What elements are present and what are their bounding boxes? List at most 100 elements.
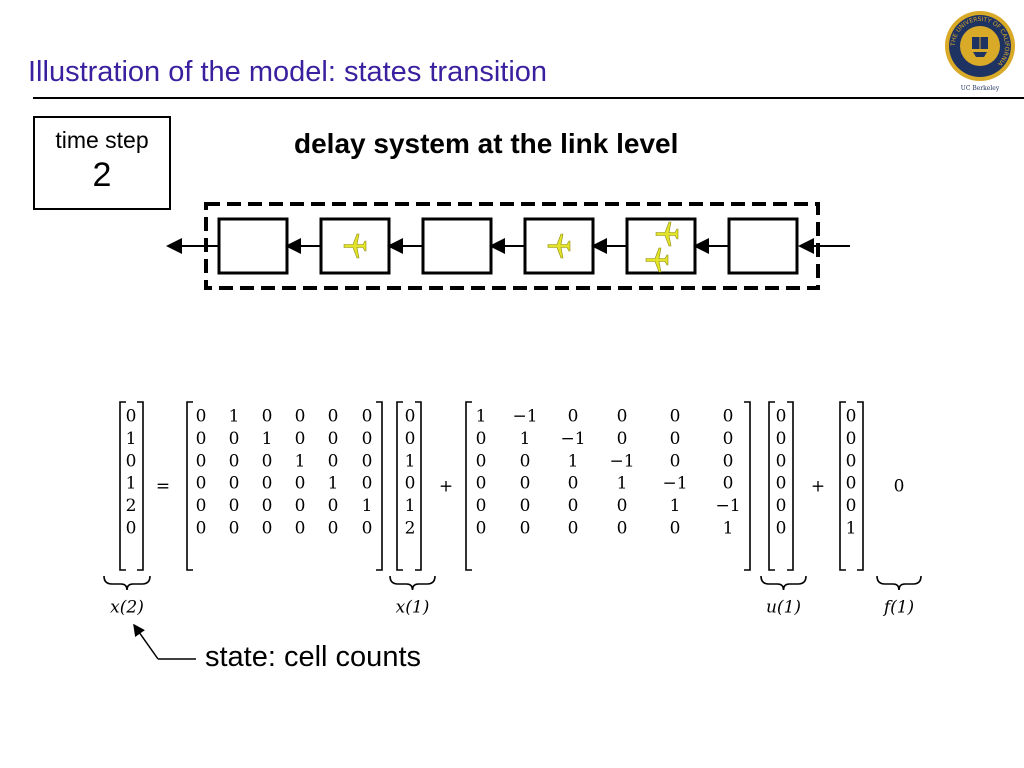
matrix-bracket [396,401,403,571]
a-matrix-entry: 0 [196,407,207,427]
u1-vector-entry: 0 [776,519,787,539]
b-matrix-entry: 0 [617,519,628,539]
x2-vector-entry: 0 [126,407,137,427]
b-matrix-entry: −1 [560,429,585,449]
b-matrix-entry: 0 [476,519,487,539]
seal-banner-icon [973,52,987,57]
a-matrix-entry: 0 [196,451,207,471]
x1-vector-entry: 0 [405,474,416,494]
c-vector-entry: 0 [846,474,857,494]
b-matrix-entry: 1 [670,496,681,516]
a-matrix-entry: 0 [229,429,240,449]
x2-vector-entry: 1 [126,429,137,449]
c-vector-entry: 0 [846,429,857,449]
b-matrix-entry: 0 [476,496,487,516]
x1-vector-entry: 1 [405,496,416,516]
plus-sign-1: + [439,477,453,497]
equals-sign: = [156,477,170,497]
c-vector-entry: 0 [846,407,857,427]
b-matrix-entry: 1 [568,451,579,471]
b-matrix-entry: 0 [723,451,734,471]
f1-brace [876,575,922,591]
link-cell [727,217,799,275]
a-matrix-entry: 1 [362,496,373,516]
x1-vector-entry: 2 [405,519,416,539]
a-matrix-entry: 0 [295,474,306,494]
x1-brace [389,575,436,591]
a-matrix-entry: 0 [262,496,273,516]
x2-vector-entry: 1 [126,474,137,494]
c-vector-entry: 1 [846,519,857,539]
b-matrix-entry: 0 [617,496,628,516]
b-matrix-entry: 0 [617,429,628,449]
a-matrix-entry: 1 [328,474,339,494]
a-matrix-entry: 0 [295,407,306,427]
cells-layer [166,217,850,275]
b-matrix-entry: 0 [723,429,734,449]
b-matrix-entry: 0 [568,474,579,494]
diagram-subtitle: delay system at the link level [294,128,679,159]
matrix-bracket [376,401,383,571]
matrix-bracket [787,401,794,571]
b-matrix-entry: 1 [520,429,531,449]
b-matrix-entry: 0 [723,474,734,494]
time-step-value: 2 [92,156,112,194]
b-matrix-entry: 0 [617,407,628,427]
u1-vector-entry: 0 [776,496,787,516]
b-matrix-entry: 0 [568,519,579,539]
a-matrix-entry: 0 [362,429,373,449]
time-step-label: time step [55,127,149,153]
b-matrix-entry: −1 [662,474,687,494]
slide-title: Illustration of the model: states transi… [28,56,548,88]
a-matrix-entry: 0 [196,429,207,449]
b-matrix-entry: 0 [520,519,531,539]
b-matrix-entry: 0 [476,474,487,494]
a-matrix-entry: 0 [229,451,240,471]
a-matrix-entry: 0 [229,519,240,539]
b-matrix-entry: 0 [670,407,681,427]
b-matrix-entry: 0 [670,429,681,449]
a-matrix-entry: 0 [362,451,373,471]
u1-vector-entry: 0 [776,429,787,449]
matrix-bracket [137,401,144,571]
a-matrix-entry: 0 [262,519,273,539]
a-matrix-entry: 0 [196,474,207,494]
f-value: 0 [894,477,905,497]
b-matrix-entry: 0 [520,496,531,516]
u1-brace [760,575,807,591]
a-matrix-entry: 0 [328,496,339,516]
u1-vector-entry: 0 [776,474,787,494]
a-matrix-entry: 0 [295,496,306,516]
b-matrix-entry: 0 [568,496,579,516]
a-matrix-entry: 1 [262,429,273,449]
a-matrix-entry: 0 [328,407,339,427]
u1-label: u(1) [766,598,801,618]
b-matrix-entry: −1 [609,451,634,471]
time-step-box: time step 2 [33,116,171,210]
u1-vector-entry: 0 [776,407,787,427]
b-matrix-entry: −1 [715,496,740,516]
a-matrix-entry: 0 [295,519,306,539]
matrix-bracket [857,401,864,571]
x1-vector-entry: 0 [405,429,416,449]
c-vector-entry: 0 [846,496,857,516]
link-cell [421,217,493,275]
uc-berkeley-seal-logo: THE UNIVERSITY OF CALIFORNIA UC Berkeley [945,11,1015,92]
x2-vector-entry: 0 [126,451,137,471]
a-matrix-entry: 0 [196,496,207,516]
b-matrix-entry: 0 [520,474,531,494]
matrix-bracket [119,401,126,571]
b-matrix-entry: 1 [476,407,487,427]
x1-label: x(1) [396,598,430,618]
link-cell [625,217,697,275]
c-vector-entry: 0 [846,451,857,471]
a-matrix-entry: 1 [229,407,240,427]
annotation-arrow [133,623,159,660]
a-matrix-entry: 0 [262,474,273,494]
b-matrix-entry: 0 [670,451,681,471]
b-matrix-entry: 0 [568,407,579,427]
b-matrix-entry: 0 [520,451,531,471]
a-matrix-entry: 0 [196,519,207,539]
matrix-bracket [186,401,193,571]
